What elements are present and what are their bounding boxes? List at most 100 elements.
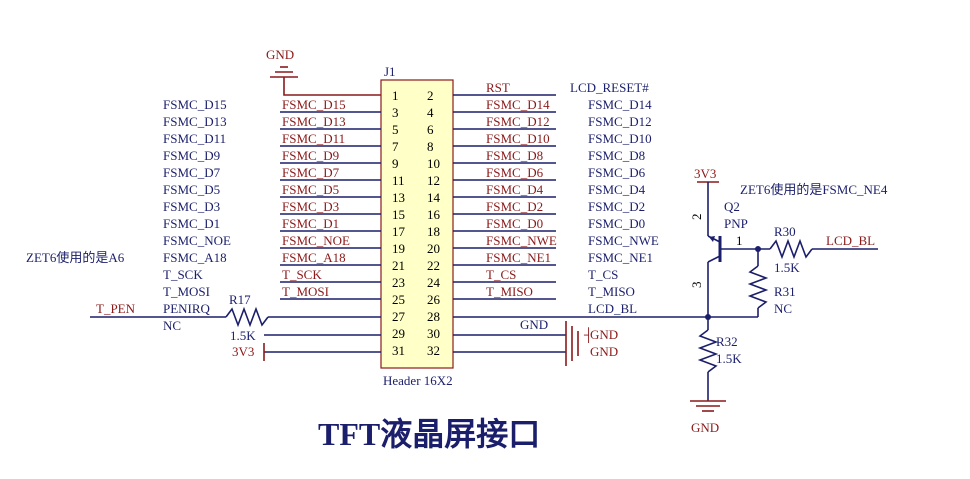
right-net-label: FSMC_D0 (486, 216, 543, 231)
gnd-symbol-pin1: GND (266, 47, 381, 96)
right-net-label: RST (486, 80, 510, 95)
pin-number: 4 (427, 105, 434, 120)
q2-type: PNP (724, 216, 748, 231)
left-signal-label: FSMC_D13 (163, 114, 227, 129)
left-signal-label: FSMC_D5 (163, 182, 220, 197)
pin-number: 24 (427, 275, 441, 290)
pin-number: 9 (392, 156, 399, 171)
q2-pin-c: 3 (689, 282, 704, 289)
gnd-label-pin30: ┤ (583, 327, 593, 343)
pin-number: 11 (392, 173, 405, 188)
r32-ref: R32 (716, 334, 738, 349)
v33-label-left: 3V3 (232, 344, 254, 359)
right-signal-label: FSMC_D2 (588, 199, 645, 214)
pin-number: 15 (392, 207, 405, 222)
zet6-ne4-note: ZET6使用的是FSMC_NE4 (740, 182, 888, 197)
r17-circuit: T_PEN R17 1.5K (90, 292, 381, 343)
pin-number: 13 (392, 190, 405, 205)
right-signal-label: FSMC_D8 (588, 148, 645, 163)
right-signal-label: FSMC_D6 (588, 165, 646, 180)
r30-resistor[interactable] (769, 238, 813, 260)
left-net-label: T_SCK (282, 267, 322, 282)
left-net-label: FSMC_D9 (282, 148, 339, 163)
pin-number: 21 (392, 258, 405, 273)
left-signal-label: T_MOSI (163, 284, 210, 299)
right-net-label: FSMC_NE1 (486, 250, 551, 265)
right-signal-label: FSMC_D14 (588, 97, 652, 112)
left-net-label: FSMC_D1 (282, 216, 339, 231)
gnd-label-32: GND (590, 344, 618, 359)
pin-number: 27 (392, 309, 406, 324)
right-signal-label: FSMC_NWE (588, 233, 659, 248)
left-net-label: FSMC_D11 (282, 131, 345, 146)
left-net-label: FSMC_D7 (282, 165, 340, 180)
pin-number: 17 (392, 224, 406, 239)
left-signal-label: FSMC_D1 (163, 216, 220, 231)
r17-resistor[interactable] (225, 306, 269, 328)
pin-number: 10 (427, 156, 440, 171)
right-signal-label: FSMC_D12 (588, 114, 652, 129)
gnd-right-pins: GND ┤ GND GND (453, 317, 618, 366)
pin-number: 12 (427, 173, 440, 188)
left-net-label: T_MOSI (282, 284, 329, 299)
r32-value: 1.5K (716, 351, 742, 366)
r30-ref: R30 (774, 224, 796, 239)
q2-pin-b: 1 (736, 233, 743, 248)
r32-resistor[interactable] (697, 329, 719, 373)
v33-symbol-pin31: 3V3 (232, 343, 381, 361)
pin-number: 18 (427, 224, 440, 239)
r17-ref: R17 (229, 292, 251, 307)
r31-value: NC (774, 301, 792, 316)
right-net-label: FSMC_D6 (486, 165, 544, 180)
right-signal-label: T_MISO (588, 284, 635, 299)
pin-number: 1 (392, 88, 399, 103)
pin-number: 30 (427, 326, 440, 341)
left-signal-label: FSMC_D9 (163, 148, 220, 163)
r31-resistor[interactable] (747, 265, 769, 309)
left-signal-label: FSMC_D15 (163, 97, 227, 112)
right-net-label: FSMC_D2 (486, 199, 543, 214)
right-signal-label: FSMC_D0 (588, 216, 645, 231)
right-net-label: FSMC_D10 (486, 131, 550, 146)
left-net-label: FSMC_A18 (282, 250, 346, 265)
left-signal-label: PENIRQ (163, 301, 211, 316)
gnd-label-bottom: GND (691, 420, 719, 435)
right-net-label: FSMC_D4 (486, 182, 544, 197)
left-net-label: FSMC_D3 (282, 199, 339, 214)
pin-number: 2 (427, 88, 434, 103)
pin-number: 14 (427, 190, 441, 205)
left-signal-label: FSMC_D11 (163, 131, 226, 146)
pin-number: 3 (392, 105, 399, 120)
header-16x2-body[interactable] (380, 79, 454, 369)
left-signal-label: FSMC_D7 (163, 165, 221, 180)
right-signal-label: FSMC_D4 (588, 182, 646, 197)
right-signal-label: FSMC_NE1 (588, 250, 653, 265)
right-net-label: T_CS (486, 267, 516, 282)
right-signal-label: LCD_BL (588, 301, 637, 316)
right-net-label: FSMC_D8 (486, 148, 543, 163)
gnd-label-net: GND (520, 317, 548, 332)
left-net-label: FSMC_D15 (282, 97, 346, 112)
q2-circuit: 3V3 2 Q2 PNP 3 1 R30 1.5K LCD_BL R31 NC (689, 166, 878, 435)
left-net-label: FSMC_NOE (282, 233, 350, 248)
pin-number: 5 (392, 122, 399, 137)
right-net-label: FSMC_D14 (486, 97, 550, 112)
pin-number: 7 (392, 139, 399, 154)
pin-number: 31 (392, 343, 405, 358)
right-signal-label: FSMC_D10 (588, 131, 652, 146)
header-ref: J1 (384, 64, 396, 79)
right-net-label: T_MISO (486, 284, 533, 299)
t-pen-net-label: T_PEN (96, 301, 136, 316)
pin-number: 25 (392, 292, 405, 307)
pin-number: 6 (427, 122, 434, 137)
pin-number: 8 (427, 139, 434, 154)
left-signal-label: FSMC_D3 (163, 199, 220, 214)
left-signal-label: T_SCK (163, 267, 203, 282)
zet6-a6-note: ZET6使用的是A6 (26, 250, 125, 265)
pin-number: 22 (427, 258, 440, 273)
left-net-label: FSMC_D13 (282, 114, 346, 129)
left-signal-label: FSMC_NOE (163, 233, 231, 248)
